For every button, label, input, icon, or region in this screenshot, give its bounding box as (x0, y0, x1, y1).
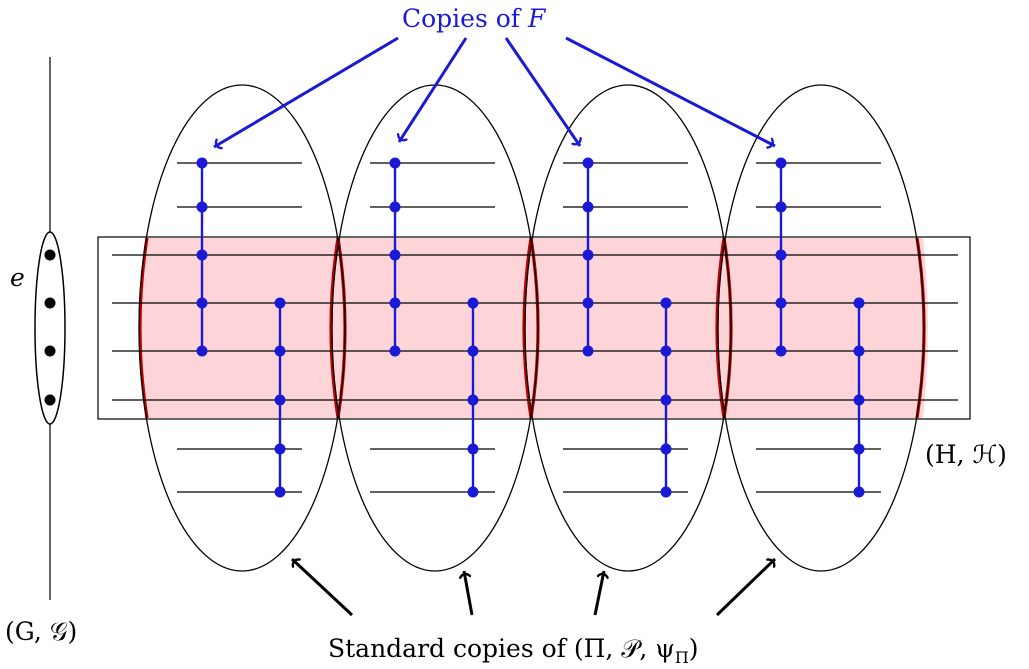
left-chain-dot (389, 249, 401, 261)
left-chain-dot (775, 297, 787, 309)
right-chain-dot (853, 297, 865, 309)
right-chain-dot (853, 394, 865, 406)
left-chain-dot (775, 249, 787, 261)
right-chain-dot (853, 443, 865, 455)
right-chain-dot (853, 486, 865, 498)
left-chain-dot (582, 157, 594, 169)
left-chain-dot (389, 157, 401, 169)
copy-ellipse (717, 84, 925, 572)
left-chain-dot (775, 157, 787, 169)
right-chain-dot (274, 394, 286, 406)
right-chain-dot (274, 297, 286, 309)
black-arrow (593, 570, 604, 616)
copies-of-f-label: Copies of F (402, 4, 547, 33)
left-chain-dot (196, 345, 208, 357)
right-chain-dot (467, 443, 479, 455)
g-pair-label: (G, 𝒢) (5, 617, 77, 646)
left-chain-dot (582, 297, 594, 309)
right-chain-dot (274, 345, 286, 357)
right-chain-dot (274, 443, 286, 455)
blue-arrow (504, 37, 580, 147)
right-chain-dot (660, 486, 672, 498)
red-seam (138, 237, 149, 419)
right-chain-dot (660, 297, 672, 309)
black-arrow (464, 570, 474, 616)
right-chain-dot (467, 345, 479, 357)
left-chain-dot (196, 297, 208, 309)
left-chain-dot (389, 297, 401, 309)
h-pair-label: (H, ℋ) (925, 440, 1007, 469)
left-chain-dot (196, 157, 208, 169)
right-chain-dot (467, 486, 479, 498)
e-dot (44, 249, 56, 261)
e-dot (44, 345, 56, 357)
left-chain-dot (582, 249, 594, 261)
e-ellipse (34, 231, 66, 425)
right-chain-dot (274, 486, 286, 498)
left-chain-dot (389, 201, 401, 213)
red-seam (715, 237, 726, 419)
e-label: e (10, 263, 25, 292)
left-chain-dot (196, 201, 208, 213)
blue-arrow (565, 36, 776, 146)
blue-arrow (399, 37, 468, 143)
right-chain-dot (660, 443, 672, 455)
left-chain-dot (196, 249, 208, 261)
black-arrow (290, 557, 354, 617)
h-rectangle (97, 236, 971, 420)
red-band-fill (140, 238, 928, 418)
right-chain-dot (467, 297, 479, 309)
left-chain-dot (582, 345, 594, 357)
left-chain-dot (775, 201, 787, 213)
right-chain-dot (467, 394, 479, 406)
e-dot (44, 297, 56, 309)
standard-copies-label: Standard copies of (Π, 𝒫, ψΠ) (328, 634, 699, 667)
blue-arrow (213, 36, 399, 147)
black-arrow (715, 557, 777, 617)
e-dot (44, 394, 56, 406)
right-chain-dot (660, 394, 672, 406)
red-seam (329, 237, 340, 419)
copy-ellipse (524, 84, 732, 572)
right-chain-dot (660, 345, 672, 357)
left-chain-dot (775, 345, 787, 357)
right-chain-dot (853, 345, 865, 357)
left-chain-dot (582, 201, 594, 213)
copy-ellipse (138, 84, 346, 572)
left-chain-dot (389, 345, 401, 357)
red-seam (522, 237, 533, 419)
